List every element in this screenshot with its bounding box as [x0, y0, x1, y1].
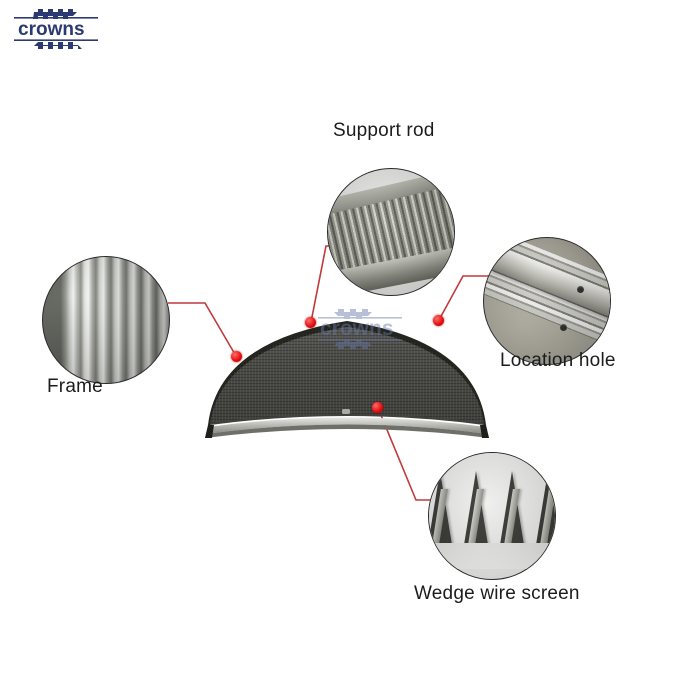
- screen-graphic: [205, 321, 489, 438]
- marker-dot-wedge-wire: [372, 402, 383, 413]
- wedge-wire-base: [429, 543, 555, 569]
- wedge-wire-profile: [429, 471, 453, 551]
- marker-dot-location-hole: [433, 315, 444, 326]
- screen-left-edge: [205, 425, 214, 438]
- label-frame: Frame: [47, 376, 103, 397]
- screen-bottom-shadow: [205, 424, 489, 438]
- support-rod-bar-ribs: [328, 179, 454, 281]
- crowns-gear-logo-icon: crowns: [14, 9, 98, 49]
- marker-dot-frame: [231, 351, 242, 362]
- support-rod-bar-top: [328, 169, 454, 225]
- brand-logo: crowns: [8, 6, 104, 52]
- leader-line-location-hole: [438, 275, 492, 321]
- wedge-wire-profile: [535, 471, 555, 551]
- callout-photo-wedge-wire: [428, 452, 556, 580]
- screen-center-clip: [342, 409, 350, 414]
- label-location-hole: Location hole: [500, 350, 616, 371]
- svg-text:crowns: crowns: [18, 19, 85, 40]
- label-support-rod: Support rod: [333, 120, 435, 141]
- wedge-wire-profile: [463, 471, 489, 551]
- curved-sieve-bend-screen: [192, 305, 502, 440]
- location-hole-1: [577, 286, 584, 293]
- location-hole-2: [560, 324, 567, 331]
- location-hole-rail: [490, 248, 610, 322]
- marker-dot-support-rod: [305, 317, 316, 328]
- wedge-wire-stage: [429, 453, 555, 569]
- callout-photo-frame: [42, 256, 170, 384]
- callout-photo-support-rod: [327, 168, 455, 296]
- screen-right-edge: [480, 425, 489, 438]
- label-wedge-wire-screen: Wedge wire screen: [414, 583, 580, 604]
- screen-bottom-rail: [206, 417, 488, 434]
- location-hole-plate-stack: [484, 238, 610, 342]
- support-rod-bar-lower: [336, 239, 454, 295]
- callout-photo-location-hole: [483, 237, 611, 365]
- wedge-wire-profile: [499, 471, 525, 551]
- leader-line-frame: [168, 302, 237, 357]
